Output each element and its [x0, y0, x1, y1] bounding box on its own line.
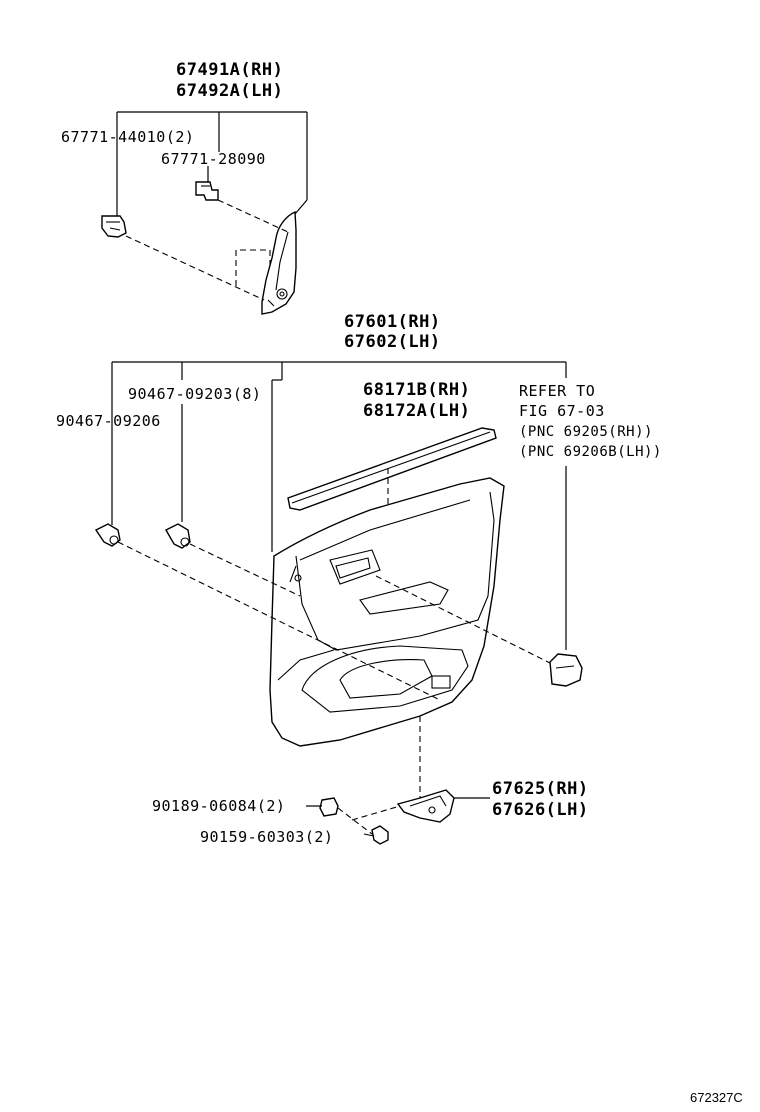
bracket-67625 — [396, 789, 490, 823]
label-trim-lh: 67492A(LH) — [176, 81, 284, 101]
dashed-guides-garnish — [125, 199, 289, 301]
label-refer-pnc-lh: (PNC 69206B(LH)) — [519, 444, 662, 460]
handle-refer-fig-67-03 — [549, 653, 583, 687]
leader-lines-garnish — [116, 111, 308, 222]
label-weatherstrip-lh: 68172A(LH) — [363, 401, 471, 421]
label-clip-67771-44010: 67771-44010(2) — [61, 128, 195, 146]
dashed-guides-bracket — [337, 805, 401, 835]
clip-90467-09203 — [165, 523, 191, 549]
label-refer-to: REFER TO — [519, 382, 596, 400]
figure-code: 672327C — [690, 1090, 743, 1105]
label-bracket-rh: 67625(RH) — [492, 779, 589, 799]
label-nut-90189-06084: 90189-06084(2) — [152, 797, 286, 815]
label-clip-67771-28090: 67771-28090 — [161, 150, 266, 168]
nut-90189-06084 — [306, 797, 339, 817]
label-refer-pnc-rh: (PNC 69205(RH)) — [519, 424, 653, 440]
clip-67771-44010 — [101, 215, 127, 238]
garnish-67491A — [261, 210, 297, 315]
label-clip-90467-09206: 90467-09206 — [56, 412, 161, 430]
leader-lines-panel — [111, 361, 567, 650]
label-weatherstrip-rh: 68171B(RH) — [363, 380, 471, 400]
clip-90467-09206 — [94, 523, 121, 547]
label-screw-90159-60303: 90159-60303(2) — [200, 828, 334, 846]
door-panel-67601 — [269, 477, 505, 747]
label-panel-rh: 67601(RH) — [344, 312, 441, 332]
label-bracket-lh: 67626(LH) — [492, 800, 589, 820]
screw-90159-60303 — [363, 825, 389, 845]
label-panel-lh: 67602(LH) — [344, 332, 441, 352]
label-clip-90467-09203: 90467-09203(8) — [128, 385, 262, 403]
clip-67771-28090 — [195, 181, 219, 201]
label-refer-fig: FIG 67-03 — [519, 402, 605, 420]
label-trim-rh: 67491A(RH) — [176, 60, 284, 80]
dashed-guides-panel — [117, 541, 553, 800]
